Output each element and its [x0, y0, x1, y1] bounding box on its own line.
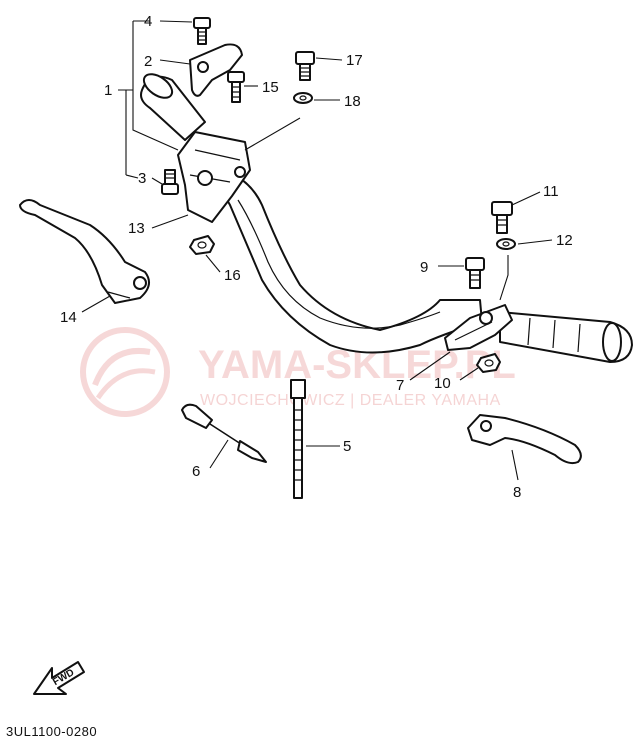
- bolt-part-15: [227, 71, 245, 103]
- bracket-part-2: [189, 43, 243, 97]
- callout-3: 3: [138, 170, 146, 187]
- cable-tie-part-5: [290, 379, 306, 499]
- callout-1: 1: [104, 82, 112, 99]
- washer-part-12: [496, 238, 516, 250]
- callout-9: 9: [420, 259, 428, 276]
- callout-16: 16: [224, 267, 241, 284]
- fwd-arrow-icon: FWD: [33, 661, 85, 695]
- bolt-part-11: [491, 201, 513, 234]
- callout-6: 6: [192, 463, 200, 480]
- cable-part-6: [181, 403, 267, 463]
- callout-2: 2: [144, 53, 152, 70]
- bolt-part-9: [465, 257, 485, 289]
- callouts: 4 2 1 15 17 18 3 13 16 14 11 12 9 7 10 5…: [60, 13, 573, 501]
- watermark-logo: [80, 327, 170, 417]
- callout-4: 4: [144, 13, 152, 30]
- bolt-part-3: [161, 169, 179, 195]
- nut-part-10: [476, 353, 501, 373]
- callout-13: 13: [128, 220, 145, 237]
- callout-8: 8: [513, 484, 521, 501]
- callout-18: 18: [344, 93, 361, 110]
- callout-10: 10: [434, 375, 451, 392]
- bolt-part-4: [193, 17, 211, 45]
- callout-15: 15: [262, 79, 279, 96]
- callout-11: 11: [543, 183, 559, 200]
- washer-part-18: [293, 92, 313, 104]
- callout-17: 17: [346, 52, 363, 69]
- callout-14: 14: [60, 309, 77, 326]
- nut-part-16: [189, 235, 215, 255]
- bolt-part-17: [295, 51, 315, 81]
- leader-lines: [81, 20, 553, 481]
- lever-holder-left: [177, 131, 251, 223]
- lever-part-14: [19, 199, 150, 304]
- lever-holder-right: [444, 304, 513, 351]
- lever-part-8: [467, 414, 582, 465]
- watermark-subtitle: WOJCIECHOWICZ | DEALER YAMAHA: [200, 392, 501, 409]
- callout-5: 5: [343, 438, 351, 455]
- diagram-code: 3UL1100-0280: [6, 724, 97, 739]
- callout-7: 7: [396, 377, 404, 394]
- callout-12: 12: [556, 232, 573, 249]
